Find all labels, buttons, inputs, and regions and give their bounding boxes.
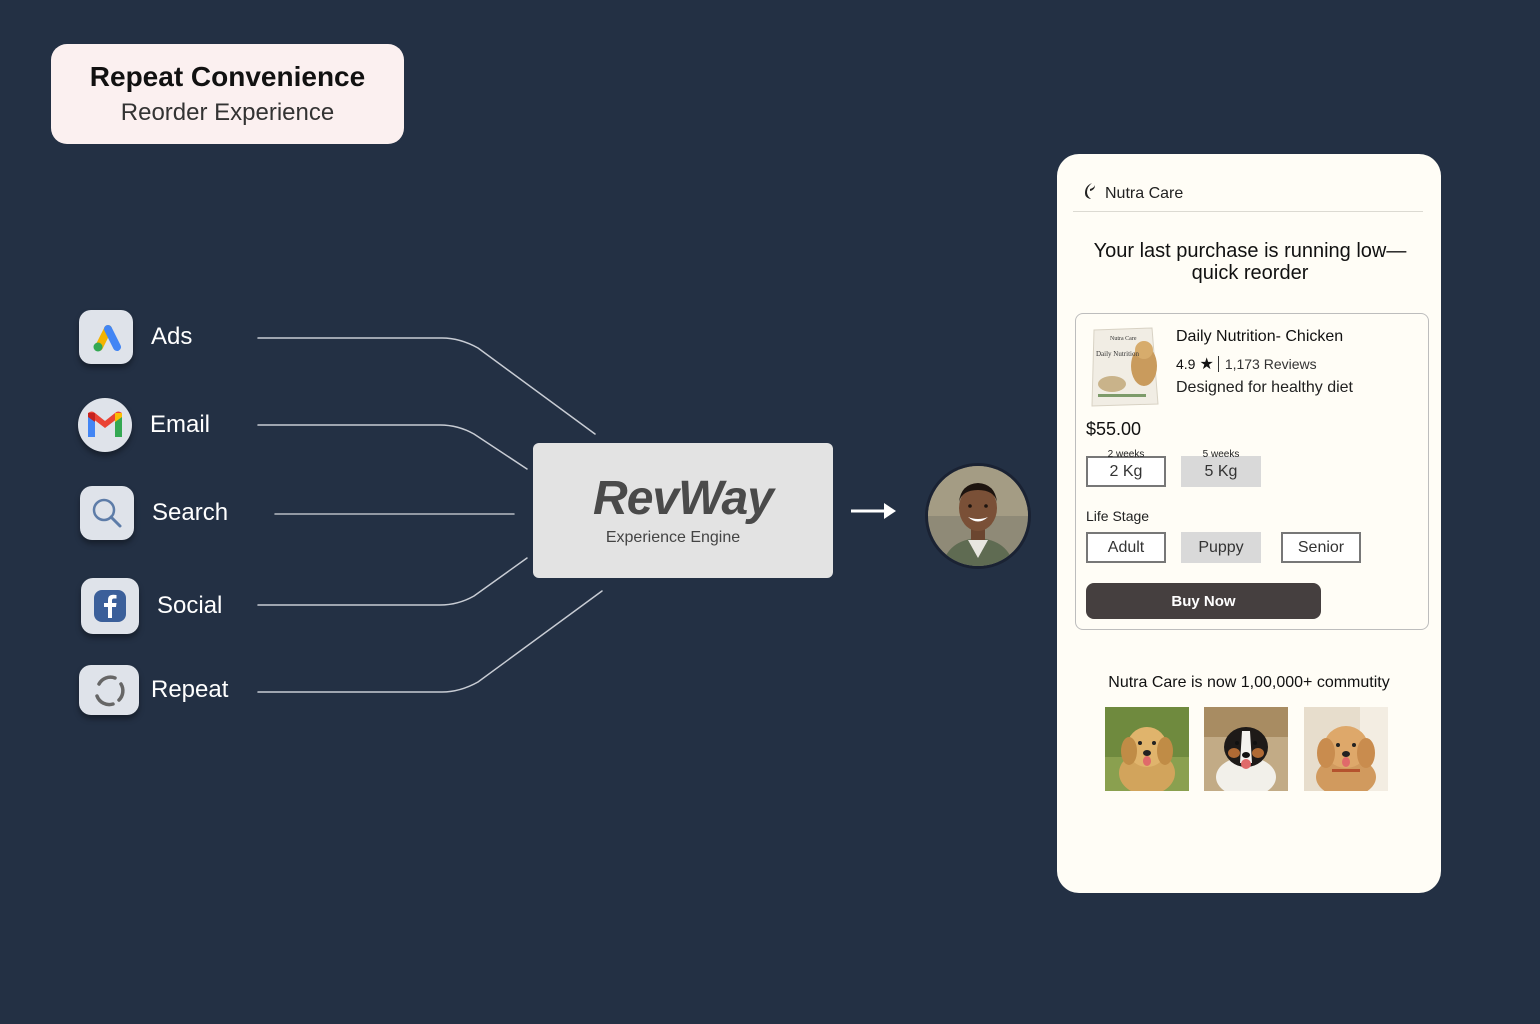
life-stage-option-label: Adult [1107,538,1145,556]
life-stage-puppy[interactable]: Puppy [1181,532,1261,563]
email-connector [257,424,528,470]
social-connector [257,557,528,606]
repeat-loop-icon [79,665,139,715]
size-label: 5 Kg [1204,462,1238,480]
repeat-connector [257,590,603,693]
product-image: Nutra Care Daily Nutrition [1088,324,1166,410]
golden-retriever-image [1105,707,1189,791]
life-stage-option-label: Puppy [1198,538,1244,556]
diagram-title: Repeat Convenience [89,61,366,92]
rating-divider [1217,356,1219,372]
product-rating: 4.9 ★ 1,173 Reviews [1176,354,1317,374]
reorder-phone-card: Nutra Care Your last purchase is running… [1057,154,1441,893]
facebook-icon [81,578,139,634]
life-stage-adult[interactable]: Adult [1086,532,1166,563]
life-stage-senior[interactable]: Senior [1281,532,1361,563]
pack-title: Daily Nutrition [1096,350,1139,358]
phone-header: Nutra Care [1073,176,1423,212]
pack-brand: Nutra Care [1110,336,1137,342]
experience-engine-box: RevWay Experience Engine [533,443,833,578]
reorder-headline: Your last purchase is running low—quick … [1093,240,1407,284]
diagram-subtitle: Reorder Experience [120,99,335,126]
channel-search: Search [80,486,228,540]
product-card: Nutra Care Daily Nutrition Daily Nutriti… [1075,313,1429,630]
channel-email: Email [78,398,210,452]
star-icon: ★ [1199,356,1214,373]
engine-brand: RevWay [593,471,774,525]
channel-social: Social [81,578,222,634]
ads-connector [257,337,596,435]
size-caption: 5 weeks [1202,449,1240,460]
channel-label: Email [150,411,211,438]
search-icon [80,486,134,540]
product-name: Daily Nutrition- Chicken [1176,328,1344,345]
title-card: Repeat Convenience Reorder Experience [51,44,404,144]
community-text: Nutra Care is now 1,00,000+ commutity [1108,674,1390,691]
cockapoo-image [1304,707,1388,791]
size-option-2kg[interactable]: 2 weeks 2 Kg [1086,450,1166,487]
channel-ads: Ads [79,310,192,364]
channel-repeat: Repeat [79,665,228,715]
channel-label: Ads [151,323,193,350]
product-price: $55.00 [1086,419,1142,439]
arrow-icon [851,503,896,519]
product-description: Designed for healthy diet [1176,379,1353,396]
channel-label: Repeat [151,676,229,703]
life-stage-label: Life Stage [1086,508,1150,524]
channel-label: Social [157,592,223,619]
gmail-icon [78,398,132,452]
review-count: 1,173 Reviews [1224,356,1317,372]
customer-avatar [925,463,1031,569]
size-label: 2 Kg [1109,462,1143,480]
rating-value: 4.9 [1176,356,1196,372]
australian-shepherd-image [1204,707,1288,791]
size-option-5kg[interactable]: 5 weeks 5 Kg [1181,450,1261,487]
size-caption: 2 weeks [1107,449,1145,460]
google-ads-icon [79,310,133,364]
channel-label: Search [152,499,229,526]
life-stage-option-label: Senior [1297,538,1345,556]
nutra-care-logo-icon [1083,182,1097,205]
brand-name: Nutra Care [1105,184,1184,202]
buy-now-button[interactable]: Buy Now [1086,583,1321,619]
engine-subtitle: Experience Engine [605,528,741,546]
